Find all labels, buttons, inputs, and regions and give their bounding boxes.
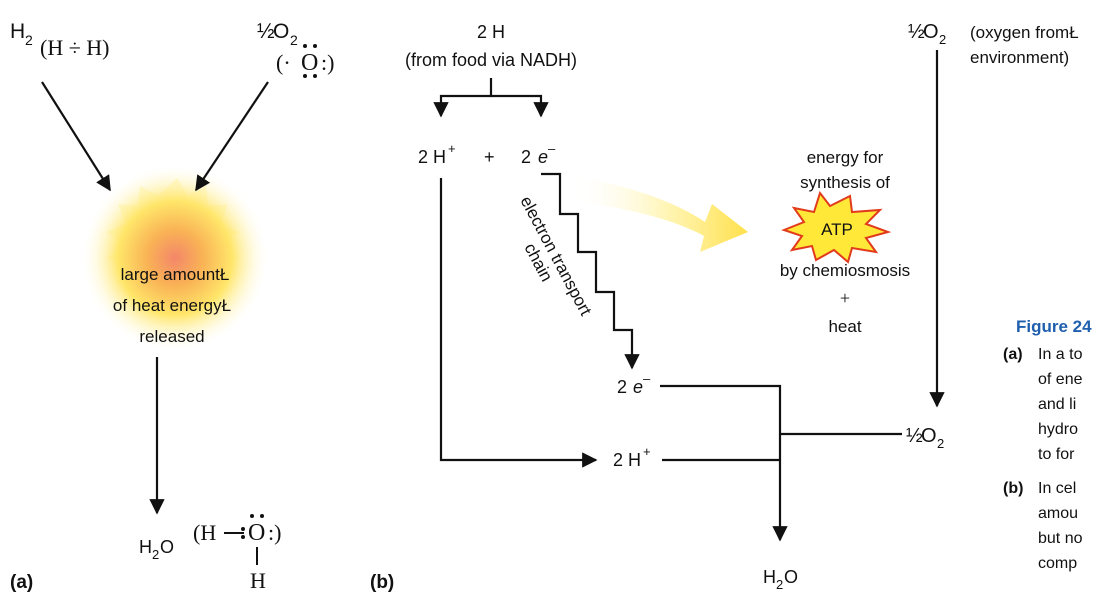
h2-subscript: 2 xyxy=(25,32,33,48)
electron-count: 2 xyxy=(521,147,531,167)
proton-bottom-sup: + xyxy=(643,444,651,459)
oxygen-right-sub: 2 xyxy=(937,436,944,451)
electron-chain-steps xyxy=(541,172,640,370)
electron-symbol: e xyxy=(538,147,548,167)
h2-symbol: H xyxy=(10,20,25,43)
oxygen-right-frac: ½ xyxy=(906,425,923,447)
caption-item-a-label: (a) xyxy=(1003,346,1023,363)
o2-lewis-open: (· xyxy=(276,50,291,75)
energy-text-2: synthesis of xyxy=(800,173,890,192)
water-lone-pairs xyxy=(241,514,264,539)
o2-fraction: ½ xyxy=(257,20,275,43)
energy-plus: + xyxy=(840,288,850,308)
electron-bottom-symbol: e xyxy=(633,377,643,397)
atp-label: ATP xyxy=(821,220,853,239)
water-lewis-h: H xyxy=(250,568,266,593)
water-lewis-close: :) xyxy=(268,520,281,545)
proton-bottom-label: 2 H xyxy=(613,450,641,470)
proton-label: 2 H xyxy=(418,147,446,167)
source-title: 2 H xyxy=(477,22,505,42)
electron-to-water xyxy=(660,384,788,542)
atp-burst xyxy=(781,190,892,264)
o2-lewis-close: :) xyxy=(321,50,334,75)
water-lewis-open: (H xyxy=(193,520,216,545)
split-left xyxy=(433,78,493,118)
oxygen-top-o: O xyxy=(923,21,939,43)
water-b-sub: 2 xyxy=(776,577,783,592)
caption-b-line-4: comp xyxy=(1038,555,1077,572)
electron-bottom-sup: – xyxy=(643,371,651,386)
caption-a-line-3: and li xyxy=(1038,396,1076,413)
product-o: O xyxy=(160,537,174,557)
o2-lone-pairs xyxy=(303,44,317,78)
caption-b-line-2: amou xyxy=(1038,505,1078,522)
o2-lewis-o: O xyxy=(301,50,318,76)
oxygen-top-frac: ½ xyxy=(908,21,925,43)
oxygen-top-sub: 2 xyxy=(939,32,946,47)
water-b-o: O xyxy=(784,567,798,587)
oxygen-note-1: (oxygen fromŁ xyxy=(970,23,1079,42)
heat-text-1: large amountŁ xyxy=(121,265,230,284)
o2-symbol: O xyxy=(273,20,289,43)
panel-b: 2 H (from food via NADH) 2 H + + 2 e – e… xyxy=(370,21,1079,593)
water-lewis-o: O xyxy=(248,520,265,546)
caption-item-b-label: (b) xyxy=(1003,480,1023,497)
caption-a-line-2: of ene xyxy=(1038,371,1083,388)
split-right xyxy=(491,94,549,118)
heat-burst xyxy=(83,166,267,350)
oxygen-note-2: environment) xyxy=(970,48,1069,67)
energy-text-1: energy for xyxy=(807,148,884,167)
panel-a: H 2 (H ÷ H) ½ O 2 (· O :) large amountŁ … xyxy=(10,20,334,593)
electron-bottom-count: 2 xyxy=(617,377,627,397)
energy-text-3: by chemiosmosis xyxy=(780,261,910,280)
panel-b-label: (b) xyxy=(370,572,394,593)
proton-sup: + xyxy=(448,141,456,156)
caption-title: Figure 24 xyxy=(1016,317,1092,336)
product-sub: 2 xyxy=(152,547,159,562)
oxygen-right-o: O xyxy=(921,425,937,447)
water-b-h: H xyxy=(763,567,776,587)
plus-sign: + xyxy=(484,147,495,167)
caption-b-line-3: but no xyxy=(1038,530,1083,547)
heat-text-3: released xyxy=(139,327,204,346)
caption-a-line-1: In a to xyxy=(1038,346,1083,363)
proton-path xyxy=(439,178,598,468)
electron-sup: – xyxy=(548,141,556,156)
h2-arrow xyxy=(41,81,111,192)
o2-subscript: 2 xyxy=(290,32,298,48)
caption-a-line-5: to for xyxy=(1038,446,1075,463)
caption-a-line-4: hydro xyxy=(1038,421,1078,438)
product-h: H xyxy=(139,537,152,557)
h2-lewis: (H ÷ H) xyxy=(40,35,110,60)
figure-caption: Figure 24 (a) In a to of ene and li hydr… xyxy=(1003,317,1092,572)
o2-arrow xyxy=(195,81,269,192)
heat-text-2: of heat energyŁ xyxy=(113,296,231,315)
panel-a-label: (a) xyxy=(10,572,33,593)
energy-text-4: heat xyxy=(828,317,861,336)
energy-arrow xyxy=(570,176,748,252)
caption-b-line-1: In cel xyxy=(1038,480,1076,497)
source-subtitle: (from food via NADH) xyxy=(405,50,577,70)
